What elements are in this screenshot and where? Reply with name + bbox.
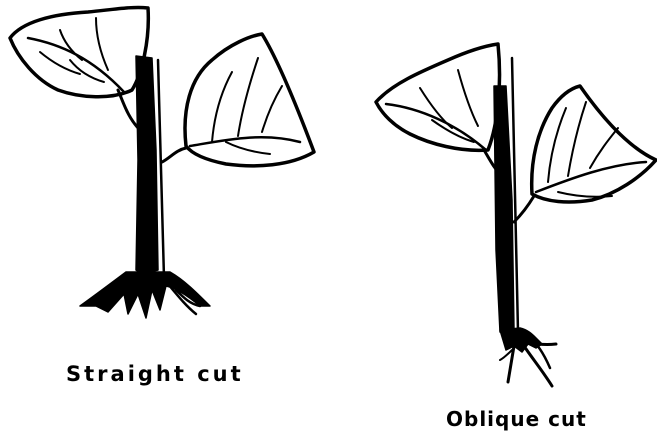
oblique-cut-left-leaf bbox=[376, 44, 500, 174]
straight-cut-cutting bbox=[10, 7, 314, 318]
oblique-cut-stem bbox=[494, 86, 514, 332]
straight-cut-right-leaf bbox=[162, 34, 314, 166]
oblique-cut-caption: Oblique cut bbox=[446, 407, 587, 431]
oblique-cut-right-leaf bbox=[514, 86, 656, 222]
straight-cut-stem bbox=[136, 56, 158, 274]
straight-cut-left-leaf bbox=[10, 7, 148, 130]
straight-cut-roots bbox=[80, 272, 210, 318]
straight-cut-caption: Straight cut bbox=[66, 362, 244, 386]
oblique-cut-roots bbox=[500, 328, 556, 386]
oblique-cut-cutting bbox=[376, 44, 656, 386]
